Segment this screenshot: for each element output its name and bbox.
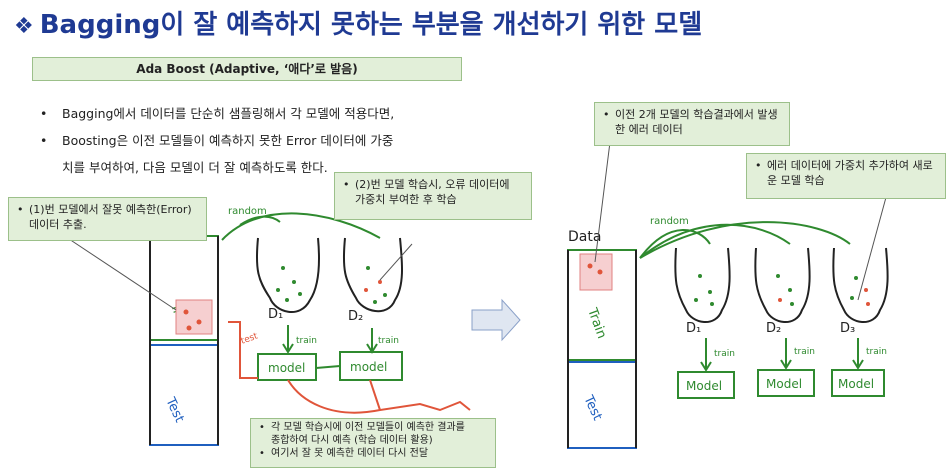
right-train-arrow-label-1: train [714, 349, 735, 359]
page-title: ❖Bagging이 잘 예측하지 못하는 부분을 개선하기 위한 모델 [14, 4, 702, 41]
left-model-label-1: model [268, 361, 305, 375]
left-train-arrow-label-1: train [296, 336, 317, 346]
next-arrow-icon [471, 298, 521, 342]
right-random-label: random [650, 216, 689, 227]
right-train-arrow-label-3: train [866, 347, 887, 357]
right-model-box-3 [831, 369, 885, 397]
right-model-label-1: Model [686, 379, 722, 393]
left-random-label: random [228, 206, 267, 217]
right-model-box-1 [677, 371, 735, 399]
left-test-arrow-label: test [240, 331, 260, 346]
note-weighted-training: •(2)번 모델 학습시, 오류 데이터에 가중치 부여한 후 학습 [334, 172, 532, 220]
right-model-label-2: Model [766, 377, 802, 391]
right-sketch: Data Train Test random D₁ D₂ D₃ train tr… [567, 141, 889, 449]
page-title-text: Bagging이 잘 예측하지 못하는 부분을 개선하기 위한 모델 [39, 10, 703, 40]
note-previous-errors: •이전 2개 모델의 학습결과에서 발생 한 에러 데이터 [594, 102, 790, 146]
bullet-dot: • [755, 159, 762, 172]
bullet-item-1: •Bagging에서 데이터를 단순히 샘플링해서 각 모델에 적용다면, [36, 100, 506, 127]
left-sketch: Train Test random D₁ D₂ train train mode… [59, 206, 471, 446]
bullet-dot: • [17, 203, 24, 216]
left-d2-label: D₂ [348, 309, 363, 324]
bullet-dot: • [259, 422, 265, 433]
right-model-label-3: Model [838, 377, 874, 391]
right-model-box-2 [757, 369, 815, 397]
right-data-label: Data [568, 229, 601, 245]
bullet-dot: • [40, 133, 48, 148]
right-d1-label: D₁ [686, 321, 701, 336]
adaboost-banner: Ada Boost (Adaptive, ‘애다’로 발음) [32, 57, 462, 81]
right-test-box [567, 361, 637, 449]
right-test-label: Test [580, 392, 605, 422]
right-error-box [579, 253, 613, 291]
note-combine-predictions: •각 모델 학습시에 이전 모델들이 예측한 결과를 종합하여 다시 예측 (학… [250, 418, 496, 468]
note-weighted-new-model: •에러 데이터에 가중치 추가하여 새로 운 모델 학습 [746, 153, 946, 199]
bullet-dot: • [259, 448, 265, 459]
left-d1-label: D₁ [268, 307, 283, 322]
right-train-arrow-label-2: train [794, 347, 815, 357]
left-test-box [149, 344, 219, 446]
bullet-dot: • [603, 108, 610, 121]
left-error-box [175, 299, 213, 335]
bullet-list: •Bagging에서 데이터를 단순히 샘플링해서 각 모델에 적용다면, •B… [36, 100, 506, 181]
bullet-dot: • [40, 106, 48, 121]
left-train-arrow-label-2: train [378, 336, 399, 346]
bullet-item-2: •Boosting은 이전 모델들이 예측하지 못한 Error 데이터에 가중 [36, 127, 506, 154]
diamond-bullet-icon: ❖ [14, 14, 34, 39]
right-train-label: Train [584, 305, 609, 340]
bullet-dot: • [343, 178, 350, 191]
bullet-item-3: 치를 부여하여, 다음 모델이 더 잘 예측하도록 한다. [62, 160, 328, 175]
note-error-extraction: •(1)번 모델에서 잘못 예측한(Error) 데이터 추출. [8, 197, 207, 241]
right-d3-label: D₃ [840, 321, 855, 336]
left-model-label-2: model [350, 360, 387, 374]
left-test-label: Test [162, 394, 187, 424]
right-d2-label: D₂ [766, 321, 781, 336]
